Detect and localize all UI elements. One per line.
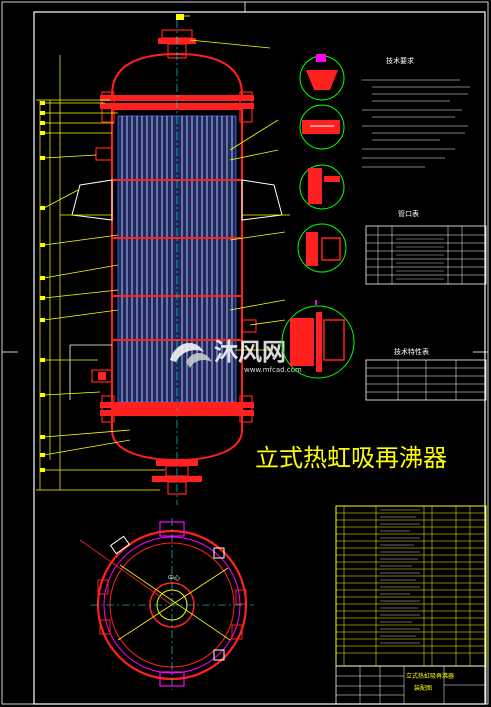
design-data-table: 技术特性表 <box>365 347 487 401</box>
title-block-sub: 装配图 <box>414 684 432 692</box>
dimension-lines <box>36 55 160 491</box>
nozzle-table-heading: 管口表 <box>398 209 419 218</box>
sheet-inner-frame <box>33 11 486 705</box>
leader-lines-right <box>182 15 286 351</box>
title-block-name: 立式热虹吸再沸器 <box>406 672 454 680</box>
leader-lines-left <box>43 102 165 471</box>
plan-center-label: 中心 <box>168 574 180 582</box>
nozzle-table: 管口表 <box>365 209 487 285</box>
drawing-title: 立式热虹吸再沸器 <box>255 444 447 472</box>
detail-views <box>281 54 355 379</box>
parts-list-table <box>335 505 487 667</box>
tech-req-heading: 技术要求 <box>386 56 414 65</box>
tube-bundle <box>121 116 233 402</box>
technical-requirements: 技术要求 <box>362 56 470 168</box>
watermark-site-name: 沐风网 <box>214 338 286 366</box>
watermark-url: www.mfcad.com <box>244 366 302 374</box>
watermark: 沐风网 www.mfcad.com <box>170 338 302 374</box>
vessel-elevation <box>60 20 290 505</box>
design-table-heading: 技术特性表 <box>394 347 429 356</box>
vessel-plan-view: 中心 <box>79 518 254 690</box>
title-block: 立式热虹吸再沸器 装配图 <box>335 665 487 705</box>
